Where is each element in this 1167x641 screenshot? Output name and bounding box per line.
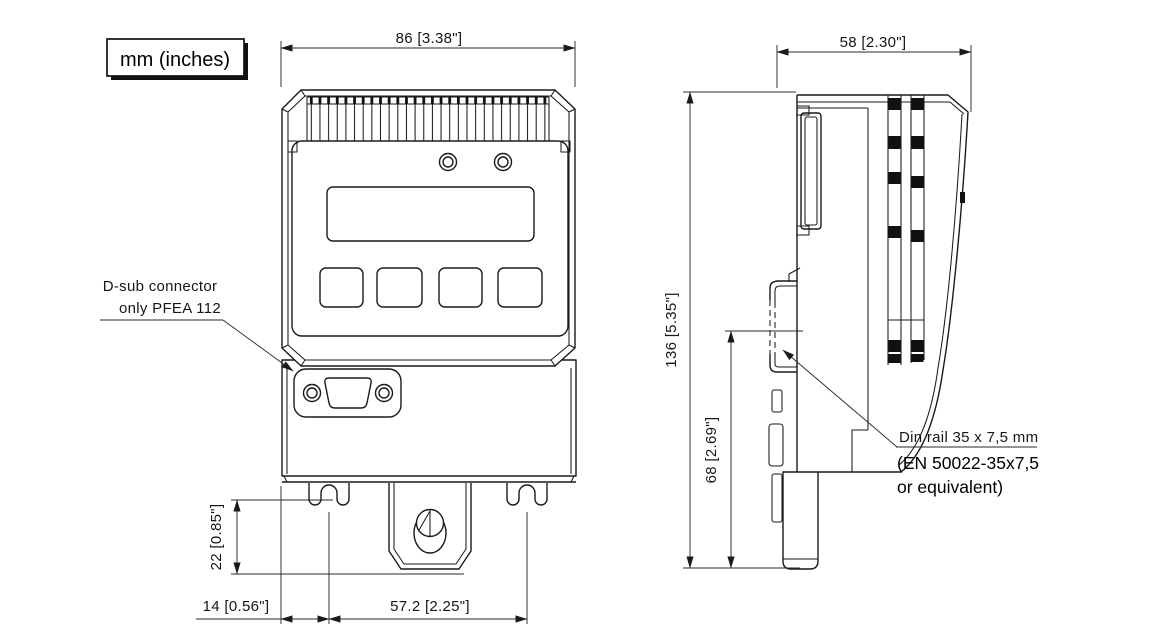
front-buttons: [319, 267, 543, 308]
front-width-dim-label: 86 [3.38"]: [396, 30, 463, 47]
front-dim-bottom: 14 [0.56"] 57.2 [2.25"]: [196, 486, 528, 624]
front-button-4: [497, 267, 543, 308]
indicator-led-left: [438, 152, 458, 172]
bracket-screw: [413, 508, 447, 554]
din-rail-note-line3: or equivalent): [897, 477, 1003, 497]
front-dim-bracket-height: 22 [0.85"]: [208, 499, 464, 575]
dsub-screw-right: [374, 383, 394, 403]
side-dim-rail: 68 [2.69"]: [703, 330, 803, 569]
bracket-slot-right: [506, 483, 548, 506]
units-box: mm (inches): [106, 38, 248, 80]
connector-note-line1: D-sub connector: [103, 278, 218, 295]
case-corner-facets: [281, 89, 576, 367]
side-height-dim-label: 136 [5.35"]: [663, 292, 680, 367]
bracket-height-dim-label: 22 [0.85"]: [208, 504, 225, 571]
case-seam-mark: [960, 192, 965, 203]
units-label: mm (inches): [120, 49, 230, 71]
dsub-screw-left: [302, 383, 322, 403]
front-button-2: [376, 267, 423, 308]
side-depth-dim-label: 58 [2.30"]: [840, 34, 907, 51]
panel-notch-left: [287, 140, 298, 153]
device-upper-case: [281, 89, 576, 367]
front-bevel-line: [898, 113, 963, 466]
side-body: [782, 94, 969, 570]
din-rail-note-line2: (EN 50022-35x7,5: [897, 453, 1039, 473]
side-rail-dim-label: 68 [2.69"]: [703, 417, 720, 484]
connector-note-line2: only PFEA 112: [119, 300, 221, 317]
side-dim-depth: 58 [2.30"]: [776, 34, 972, 112]
slot-spacing-dim-label: 57.2 [2.25"]: [390, 598, 470, 615]
front-button-3: [438, 267, 483, 308]
din-rail-leader: [782, 349, 898, 448]
ventilation-ribs: [306, 96, 550, 146]
side-dim-height: 136 [5.35"]: [663, 91, 800, 569]
front-view: 86 [3.38"]: [100, 30, 577, 624]
units-box-frame: [106, 38, 245, 77]
front-button-1: [319, 267, 364, 308]
connector-leader: [222, 319, 294, 372]
lcd-display: [326, 186, 535, 242]
terminal-strips: [887, 95, 925, 365]
mounting-bracket: [308, 483, 548, 570]
din-rail-note: Din rail 35 x 7,5 mm (EN 50022-35x7,5 or…: [782, 349, 1039, 497]
indicator-led-right: [493, 152, 513, 172]
dsub-shell: [324, 377, 372, 409]
panel-notch-right: [560, 140, 571, 153]
connector-note: D-sub connector only PFEA 112: [100, 278, 294, 372]
bracket-slot-left: [308, 483, 350, 506]
front-panel: [287, 140, 571, 337]
din-rail-note-line1: Din rail 35 x 7,5 mm: [899, 429, 1038, 446]
d-sub-connector: [293, 368, 402, 418]
rail-clip-sliders: [768, 389, 784, 523]
edge-to-slot-dim-label: 14 [0.56"]: [203, 598, 270, 615]
din-rail-profile: [769, 267, 801, 373]
strip-segments: [888, 98, 924, 363]
rail-release-clip: [796, 105, 822, 236]
front-dim-width: 86 [3.38"]: [280, 30, 576, 87]
side-view: 58 [2.30"]: [663, 34, 1039, 570]
